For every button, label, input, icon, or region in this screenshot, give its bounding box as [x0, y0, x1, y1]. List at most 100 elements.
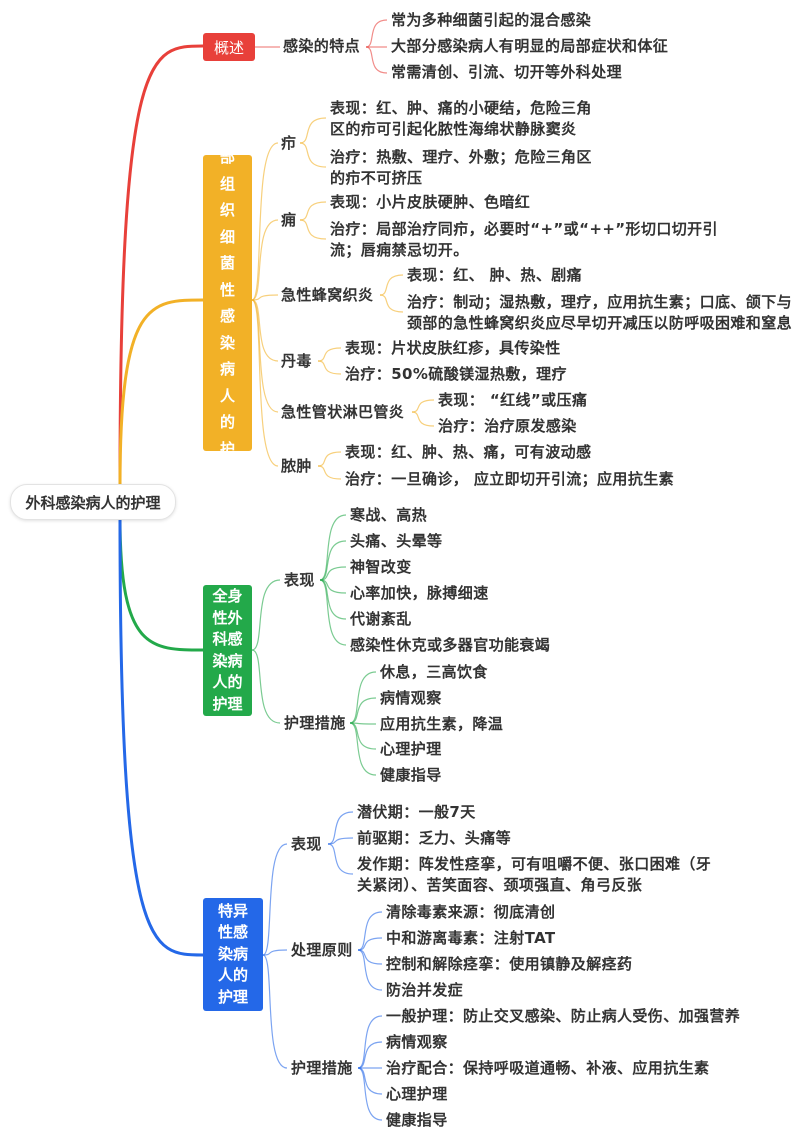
- topic-node[interactable]: 感染的特点: [283, 37, 361, 55]
- bracket-connector: [327, 811, 354, 845]
- topic-node[interactable]: 丹毒: [281, 352, 312, 370]
- leaf-node[interactable]: 休息，三高饮食: [380, 663, 488, 681]
- branch-connector: [118, 516, 204, 652]
- leaf-node[interactable]: 感染性休克或多器官功能衰竭: [350, 636, 551, 654]
- bracket-connector: [262, 954, 288, 1069]
- bracket-connector: [251, 649, 281, 724]
- bracket-connector: [319, 579, 347, 646]
- topic-node[interactable]: 急性管状淋巴管炎: [281, 403, 405, 421]
- bracket-connector: [349, 722, 377, 750]
- leaf-node[interactable]: 中和游离毒素：注射TAT: [386, 929, 556, 947]
- leaf-node[interactable]: 常需清创、引流、切开等外科处理: [391, 63, 623, 81]
- bracket-connector: [357, 1041, 383, 1069]
- bracket-connector: [299, 219, 327, 240]
- bracket-connector: [349, 722, 377, 776]
- leaf-node[interactable]: 治疗：制动；湿热敷，理疗，应用抗生素；口底、颌下与 颈部的急性蜂窝织炎应尽早切开…: [407, 293, 793, 332]
- bracket-connector: [251, 299, 279, 413]
- bracket-connector: [251, 299, 279, 467]
- topic-node[interactable]: 处理原则: [291, 941, 353, 959]
- leaf-node[interactable]: 寒战、高热: [350, 506, 428, 524]
- bracket-connector: [357, 911, 383, 951]
- leaf-node[interactable]: 潜伏期：一般7天: [357, 803, 476, 821]
- leaf-node[interactable]: 心理护理: [380, 740, 442, 758]
- leaf-node[interactable]: 表现：红、肿、痛的小硬结，危险三角 区的疖可引起化脓性海绵状静脉窦炎: [330, 99, 592, 138]
- bracket-connector: [262, 843, 288, 956]
- leaf-node[interactable]: 治疗：治疗原发感染: [438, 417, 577, 435]
- bracket-connector: [317, 347, 342, 362]
- leaf-node[interactable]: 治疗：热敷、理疗、外敷；危险三角区 的疖不可挤压: [330, 148, 592, 187]
- leaf-node[interactable]: 大部分感染病人有明显的局部症状和体征: [391, 37, 669, 55]
- bracket-connector: [299, 142, 327, 168]
- topic-node[interactable]: 痈: [281, 211, 297, 229]
- leaf-node[interactable]: 神智改变: [350, 558, 412, 576]
- bracket-connector: [411, 411, 435, 427]
- topic-node[interactable]: 表现: [284, 571, 315, 589]
- leaf-node[interactable]: 清除毒素来源：彻底清创: [386, 903, 556, 921]
- bracket-connector: [349, 671, 377, 724]
- leaf-node[interactable]: 应用抗生素，降温: [380, 715, 504, 733]
- leaf-node[interactable]: 表现：片状皮肤红疹，具传染性: [345, 339, 561, 357]
- leaf-node[interactable]: 表现：红、肿、热、痛，可有波动感: [345, 443, 592, 461]
- bracket-connector: [379, 294, 404, 313]
- bracket-connector: [379, 274, 404, 296]
- branch-systemic-infection[interactable]: 全身性外科感染病人的护理: [203, 585, 252, 716]
- branch-overview[interactable]: 概述: [203, 33, 255, 61]
- leaf-node[interactable]: 表现：红、 肿、热、剧痛: [407, 266, 583, 284]
- leaf-node[interactable]: 病情观察: [386, 1033, 448, 1051]
- branch-label: 全身性外科感染病人的护理: [212, 587, 243, 713]
- branch-connector: [118, 44, 204, 487]
- leaf-node[interactable]: 治疗：一旦确诊， 应立即切开引流；应用抗生素: [345, 470, 675, 488]
- bracket-connector: [319, 514, 347, 581]
- leaf-node[interactable]: 前驱期：乏力、头痛等: [357, 829, 512, 847]
- leaf-node[interactable]: 头痛、头晕等: [350, 532, 443, 550]
- bracket-connector: [251, 142, 279, 301]
- leaf-node[interactable]: 一般护理：防止交叉感染、防止病人受伤、加强营养: [386, 1007, 741, 1025]
- leaf-node[interactable]: 防治并发症: [386, 981, 464, 999]
- leaf-node[interactable]: 健康指导: [380, 766, 442, 784]
- leaf-node[interactable]: 治疗配合：保持呼吸道通畅、补液、应用抗生素: [386, 1059, 710, 1077]
- bracket-connector: [251, 299, 279, 362]
- leaf-node[interactable]: 代谢紊乱: [350, 610, 412, 628]
- root-node[interactable]: 外科感染病人的护理: [10, 484, 176, 520]
- leaf-node[interactable]: 表现： “红线”或压痛: [438, 391, 588, 409]
- bracket-connector: [357, 949, 383, 991]
- leaf-node[interactable]: 治疗：50%硫酸镁湿热敷，理疗: [345, 365, 567, 383]
- topic-node[interactable]: 急性蜂窝织炎: [281, 286, 374, 304]
- leaf-node[interactable]: 治疗：局部治疗同疖，必要时“+”或“++”形切口切开引 流；唇痈禁忌切开。: [330, 220, 718, 259]
- topic-node[interactable]: 疖: [281, 134, 297, 152]
- leaf-node[interactable]: 发作期：阵发性痉挛，可有咀嚼不便、张口困难（牙 关紧闭）、苦笑面容、颈项强直、角…: [357, 855, 712, 894]
- branch-label: 特异性感染病人的护理: [217, 901, 248, 1006]
- bracket-connector: [327, 837, 354, 845]
- branch-specific-infection[interactable]: 特异性感染病人的护理: [203, 898, 263, 1011]
- topic-node[interactable]: 表现: [291, 835, 322, 853]
- branch-superficial-infection[interactable]: 浅部组织细菌性感染病人的护理: [203, 122, 252, 484]
- branch-connector: [118, 298, 204, 487]
- leaf-node[interactable]: 控制和解除痉挛：使用镇静及解痉药: [386, 955, 633, 973]
- leaf-node[interactable]: 表现：小片皮肤硬肿、色暗红: [330, 193, 531, 211]
- topic-node[interactable]: 护理措施: [284, 714, 346, 732]
- topic-node[interactable]: 护理措施: [291, 1059, 353, 1077]
- bracket-connector: [262, 949, 288, 956]
- leaf-node[interactable]: 心率加快，脉搏细速: [350, 584, 489, 602]
- bracket-connector: [317, 451, 342, 467]
- branch-label: 浅部组织细菌性感染病人的护理: [219, 121, 235, 485]
- bracket-connector: [349, 697, 377, 724]
- bracket-connector: [319, 540, 347, 581]
- leaf-node[interactable]: 常为多种细菌引起的混合感染: [391, 11, 592, 29]
- bracket-connector: [299, 201, 327, 221]
- leaf-node[interactable]: 健康指导: [386, 1111, 448, 1129]
- bracket-connector: [299, 117, 327, 144]
- leaf-node[interactable]: 心理护理: [386, 1085, 448, 1103]
- bracket-connector: [365, 46, 388, 74]
- bracket-connector: [251, 219, 279, 301]
- branch-connector: [118, 516, 204, 957]
- topic-node[interactable]: 脓肿: [281, 457, 312, 475]
- bracket-connector: [251, 294, 279, 301]
- bracket-connector: [327, 843, 354, 875]
- bracket-connector: [317, 465, 342, 480]
- bracket-connector: [357, 1067, 383, 1121]
- bracket-connector: [357, 1067, 383, 1095]
- leaf-node[interactable]: 病情观察: [380, 689, 442, 707]
